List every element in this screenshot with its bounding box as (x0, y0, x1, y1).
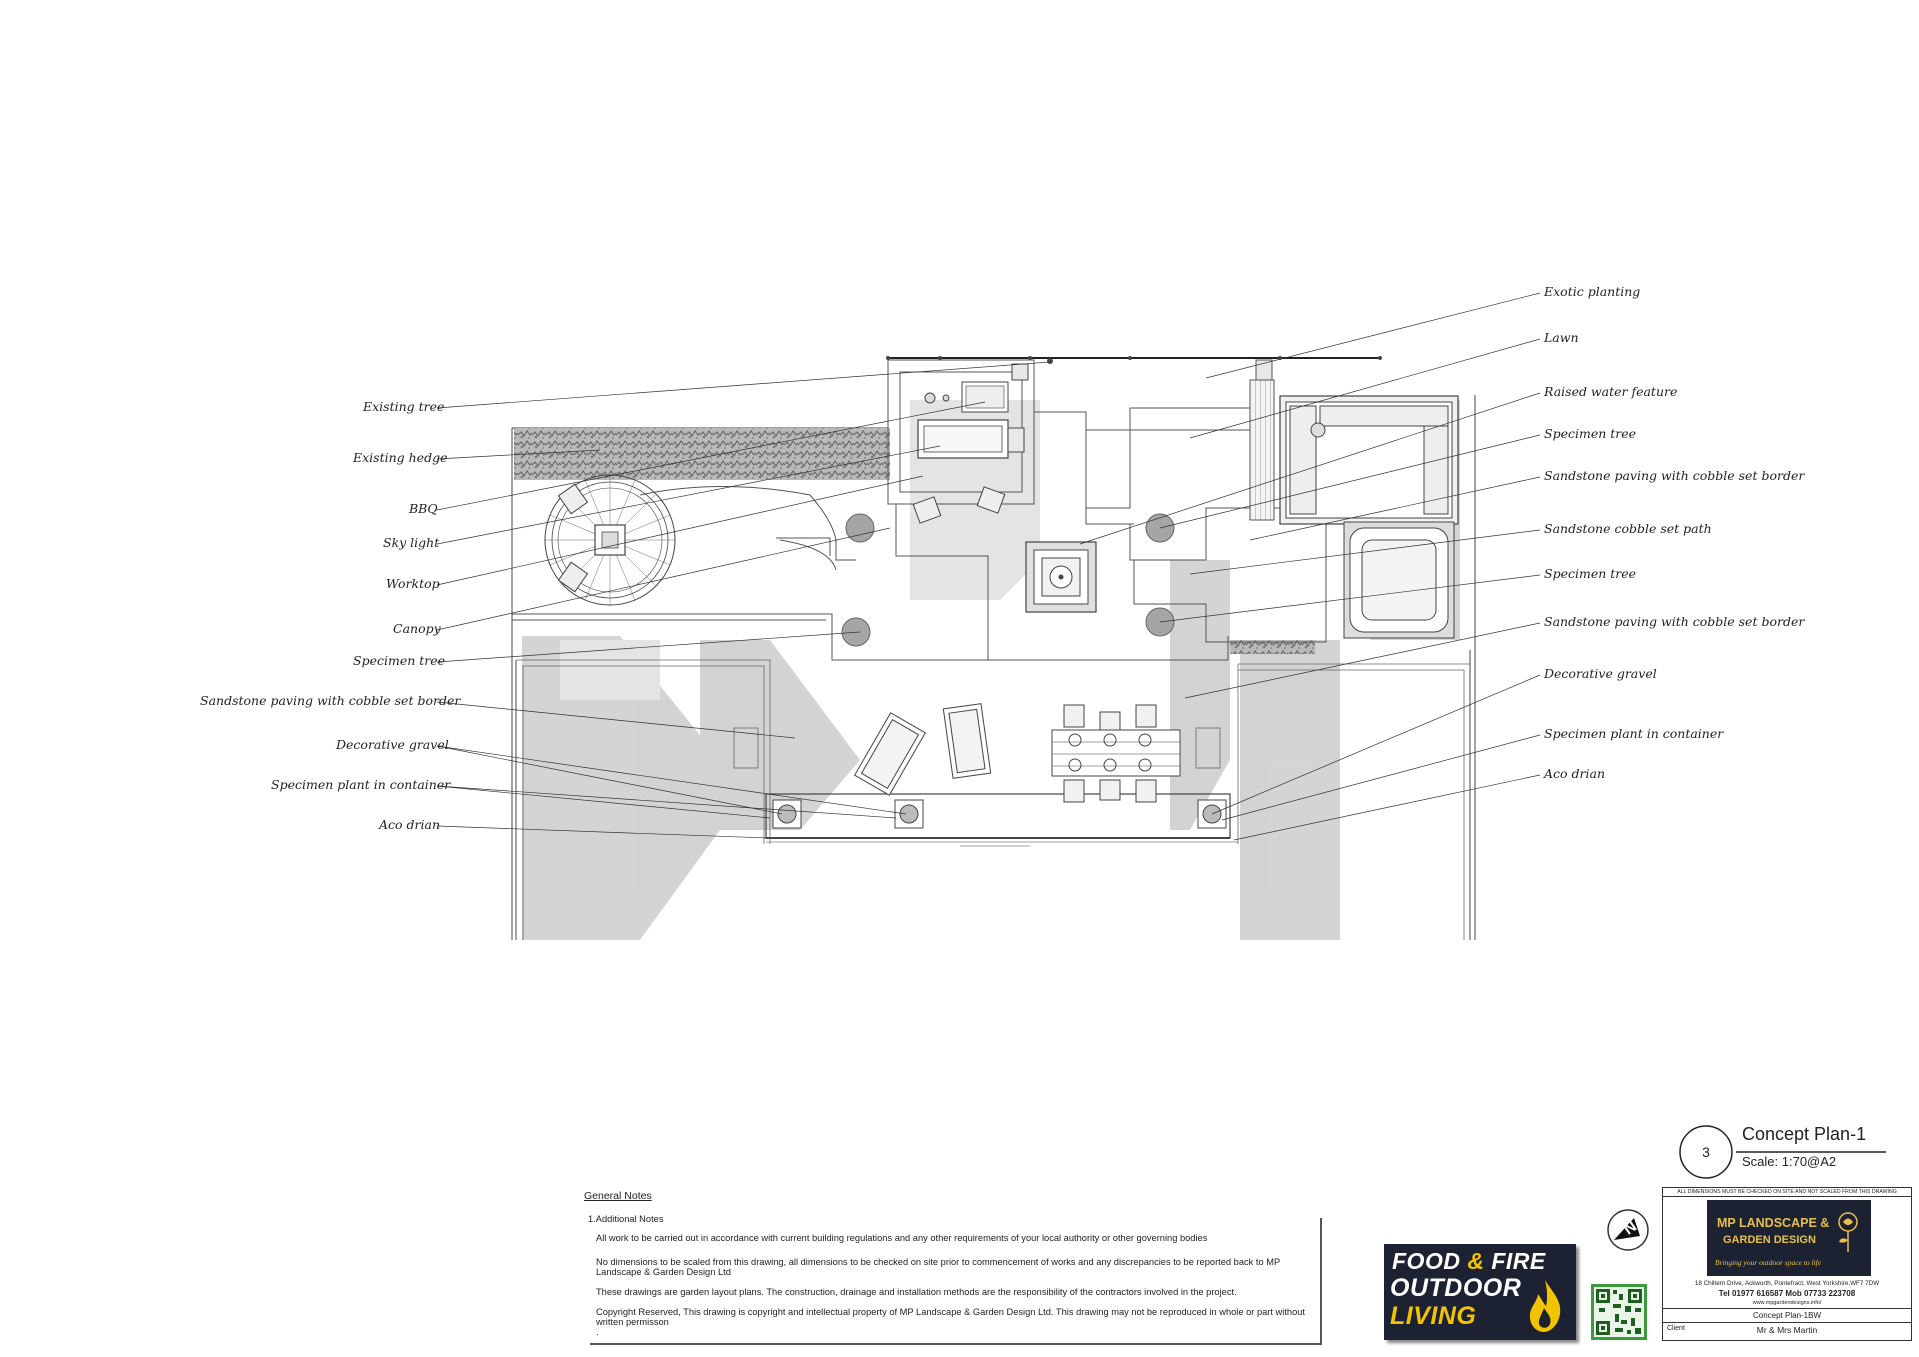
qr-code-icon (1591, 1284, 1647, 1340)
general-notes: 1.Additional Notes All work to be carrie… (584, 1214, 1329, 1337)
logo-fire-word: FIRE (1491, 1248, 1546, 1274)
plant-containers (772, 799, 1227, 829)
mp-company-logo: MP LANDSCAPE & GARDEN DESIGN Bringing yo… (1707, 1200, 1871, 1276)
outdoor-kitchen (912, 363, 1029, 524)
leader-lines (436, 292, 1541, 841)
label-worktop: Worktop (386, 576, 440, 591)
company-address: 18 Chiltern Drive, Ackworth, Pontefract,… (1694, 1280, 1880, 1287)
client-name: Mr & Mrs Martin (1756, 1325, 1818, 1335)
north-arrow-icon: N (1607, 1209, 1649, 1251)
label-sandstone-paving-right-2: Sandstone paving with cobble set border (1544, 614, 1805, 629)
company-tagline: Bringing your outdoor space to life (1715, 1258, 1822, 1267)
sheet-title: Concept Plan-1 (1742, 1124, 1867, 1144)
shadow-areas (522, 400, 1460, 940)
drawing-reference: Concept Plan-1BW (1752, 1311, 1822, 1320)
notes-subtitle: Additional Notes (595, 1214, 664, 1224)
existing-hedge (514, 428, 890, 480)
company-title-block: ALL DIMENSIONS MUST BE CHECKED ON SITE A… (1662, 1187, 1912, 1341)
label-decorative-gravel-right: Decorative gravel (1544, 666, 1657, 681)
note-paragraph: . (596, 1327, 599, 1338)
label-existing-tree: Existing tree (363, 399, 445, 414)
label-aco-drain-right: Aco drian (1544, 766, 1606, 781)
general-notes-box (590, 1218, 1322, 1345)
label-sky-light: Sky light (383, 535, 440, 550)
dimension-warning: ALL DIMENSIONS MUST BE CHECKED ON SITE A… (1663, 1189, 1911, 1197)
hot-tub-area (1279, 395, 1459, 639)
terrace-furniture (853, 703, 1181, 803)
label-raised-water-feature: Raised water feature (1544, 384, 1678, 399)
company-name-line2: GARDEN DESIGN (1723, 1234, 1816, 1246)
label-aco-drain-left: Aco drian (379, 817, 441, 832)
specimen-trees (841, 513, 1175, 647)
note-paragraph: No dimensions to be scaled from this dra… (596, 1257, 1281, 1278)
label-specimen-tree-left: Specimen tree (353, 653, 446, 668)
company-phone: Tel 01977 616587 Mob 07733 223708 (1718, 1289, 1856, 1298)
logo-food-word: FOOD (1392, 1248, 1461, 1274)
logo-ampersand: & (1467, 1248, 1485, 1274)
food-and-fire-logo: FOOD & FIRE OUTDOOR LIVING (1384, 1244, 1576, 1340)
label-bbq: BBQ (409, 501, 438, 516)
general-notes-title: General Notes (584, 1190, 652, 1202)
label-specimen-plant-right: Specimen plant in container (1544, 726, 1724, 741)
company-name-line1: MP LANDSCAPE & (1717, 1216, 1830, 1230)
rose-emblem-icon (1838, 1212, 1858, 1252)
raised-water-feature (1025, 541, 1097, 613)
label-decorative-gravel-left: Decorative gravel (336, 737, 449, 752)
label-canopy: Canopy (393, 621, 441, 636)
label-specimen-plant-left: Specimen plant in container (271, 777, 451, 792)
label-sandstone-paving-left: Sandstone paving with cobble set border (200, 693, 461, 708)
label-cobble-set-path: Sandstone cobble set path (1544, 521, 1712, 536)
note-paragraph: Copyright Reserved, This drawing is copy… (596, 1307, 1306, 1328)
flame-icon (1529, 1280, 1561, 1332)
notes-item-number: 1. (588, 1214, 596, 1224)
sheet-title-graphic (1679, 1125, 1886, 1179)
note-paragraph: These drawings are garden layout plans. … (596, 1287, 1237, 1298)
client-label: Client (1667, 1325, 1685, 1332)
circular-seating-area (544, 474, 676, 606)
logo-living-word: LIVING (1390, 1302, 1477, 1330)
label-specimen-tree-right-1: Specimen tree (1544, 426, 1637, 441)
label-specimen-tree-right-2: Specimen tree (1544, 566, 1637, 581)
note-paragraph: All work to be carried out in accordance… (596, 1233, 1208, 1244)
sheet-scale: Scale: 1:70@A2 (1742, 1154, 1837, 1169)
label-existing-hedge: Existing hedge (353, 450, 448, 465)
label-sandstone-paving-right-1: Sandstone paving with cobble set border (1544, 468, 1805, 483)
decking-strip (1249, 379, 1275, 521)
sheet-number: 3 (1702, 1144, 1710, 1160)
logo-outdoor-word: OUTDOOR (1390, 1274, 1522, 1302)
label-lawn: Lawn (1544, 330, 1579, 345)
company-website: www.mpgardendesigns.info/ (1752, 1300, 1822, 1306)
label-exotic-planting: Exotic planting (1544, 284, 1641, 299)
